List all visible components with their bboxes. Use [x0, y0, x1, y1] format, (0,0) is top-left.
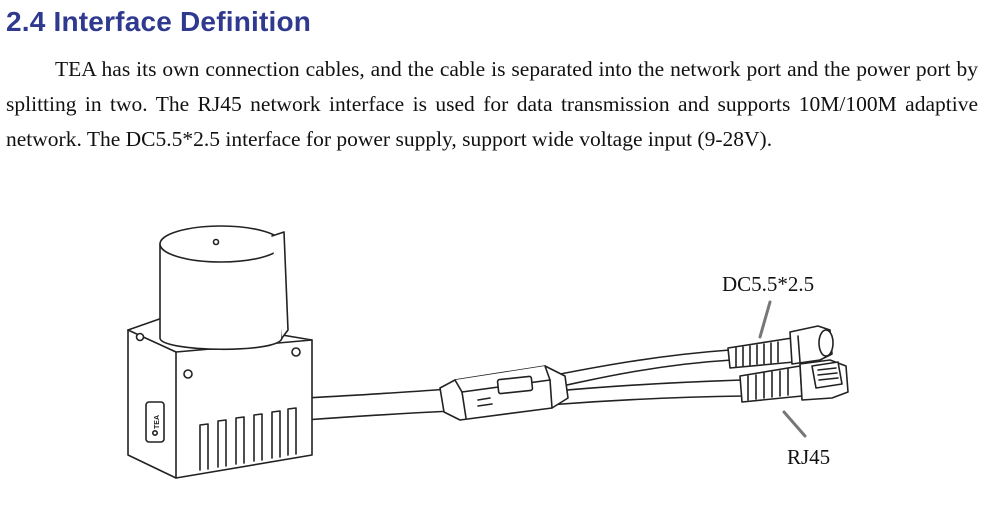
- cable-splitter: [439, 365, 569, 421]
- main-cable: [304, 388, 453, 421]
- section-heading: 2.4 Interface Definition: [6, 6, 312, 37]
- rj45-connector: [739, 359, 849, 403]
- lidar-cylinder: [159, 225, 289, 351]
- rj45-callout-label: RJ45: [787, 445, 831, 469]
- section-paragraph: TEA has its own connection cables, and t…: [6, 57, 978, 151]
- dc-callout-label: DC5.5*2.5: [722, 272, 815, 296]
- dc-leader-line: [758, 300, 772, 339]
- dc-connector: [727, 325, 834, 369]
- rj45-leader-line: [782, 410, 807, 438]
- device-logo: TEA: [154, 415, 161, 429]
- split-cables: [539, 349, 745, 406]
